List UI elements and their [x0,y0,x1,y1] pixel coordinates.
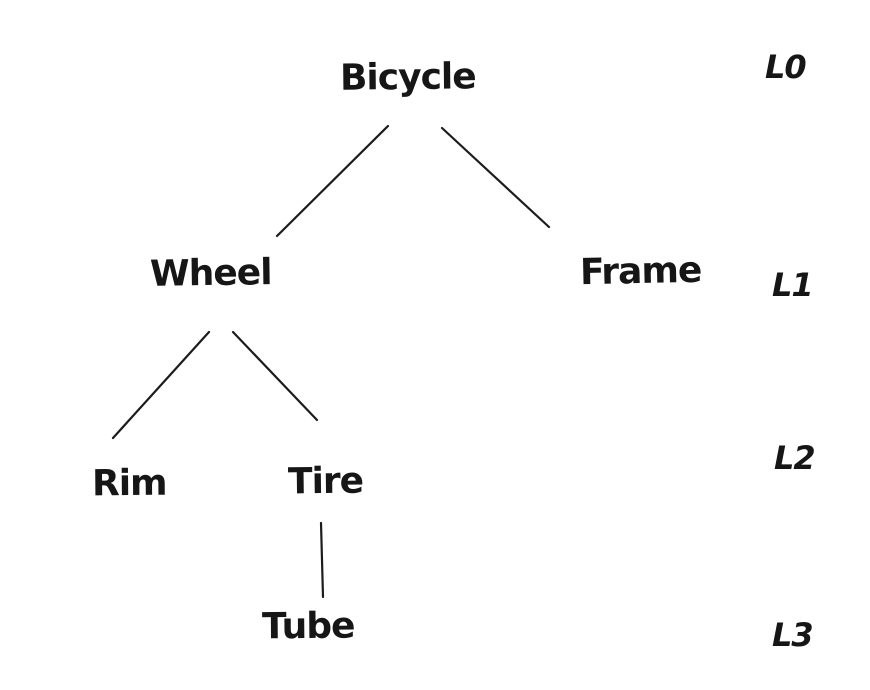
level-label-l2: L2 [774,439,816,477]
edge-wheel-rim [111,330,211,440]
node-wheel: Wheel [149,252,272,295]
node-tube: Tube [261,605,355,648]
edge-bicycle-frame [440,126,551,229]
node-rim: Rim [91,462,167,505]
node-bicycle: Bicycle [339,56,476,99]
edge-bicycle-wheel [275,124,390,238]
level-label-l0: L0 [765,48,807,86]
edge-tire-tube [319,521,325,599]
level-label-l1: L1 [772,266,814,304]
node-tire: Tire [287,460,364,503]
level-label-l3: L3 [772,616,814,654]
edge-wheel-tire [231,330,319,422]
node-frame: Frame [579,249,702,294]
